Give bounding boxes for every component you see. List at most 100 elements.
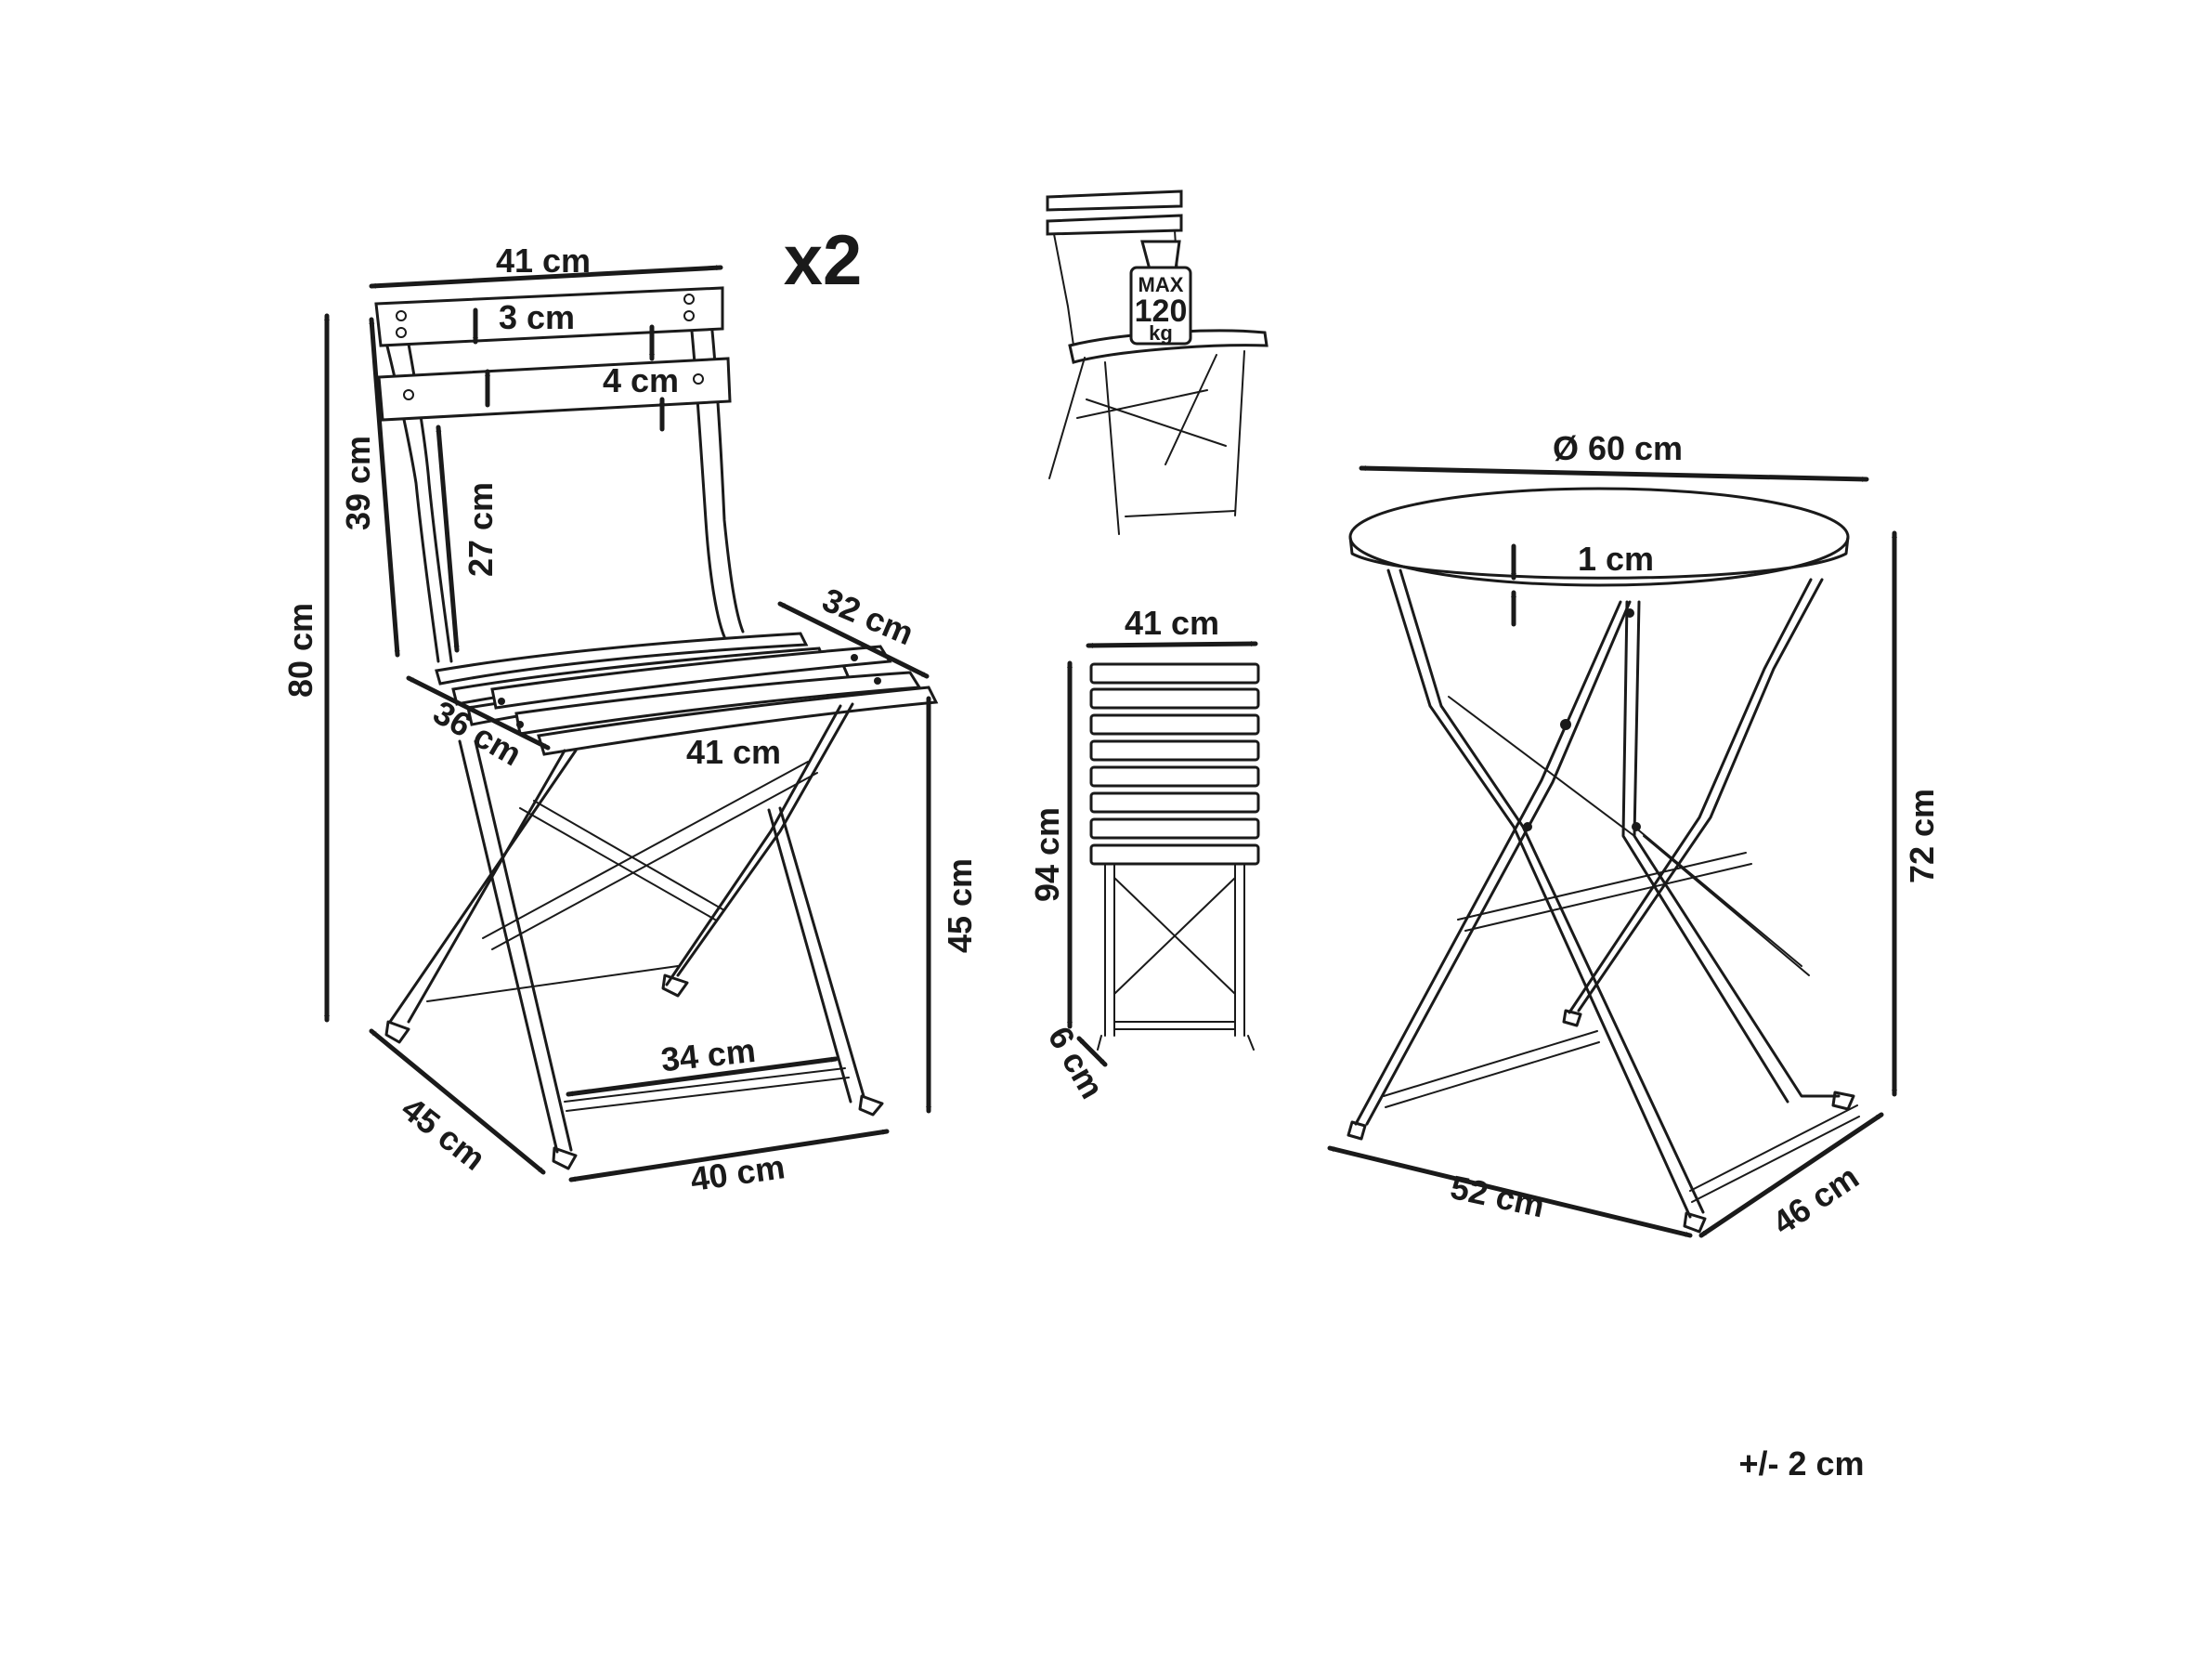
table-cross-bar (1383, 1030, 1600, 1108)
chair-width-top-label: 41 cm (496, 242, 591, 280)
chair-back-right-rail-inner (708, 302, 745, 634)
small-chair-rail (1053, 233, 1074, 346)
small-chair-leg (1234, 350, 1245, 516)
table-base-depth-label: 46 cm (1765, 1157, 1866, 1242)
table-foot (1683, 1211, 1707, 1234)
table-foot (1562, 1009, 1582, 1027)
chair-leg (458, 739, 559, 1154)
chair-back-gap-label: 27 cm (462, 482, 500, 577)
tolerance-label: +/- 2 cm (1738, 1444, 1864, 1483)
table-cross-bar (1633, 826, 1810, 976)
chair-back-height-dim (369, 317, 400, 658)
table-base-width-dim (1327, 1145, 1693, 1238)
small-chair-leg (1104, 361, 1120, 535)
table-diameter-label: Ø 60 cm (1553, 429, 1683, 467)
table-foot (1347, 1120, 1367, 1141)
chair-width-top-dim (369, 265, 723, 289)
chair-leg (474, 739, 573, 1152)
folded-slat (1089, 817, 1260, 840)
chair-foot (384, 1020, 410, 1044)
chair-seat-depth-dim (406, 675, 551, 751)
folded-chair-drawing: 41 cm 94 cm 6 cm (1028, 604, 1260, 1105)
chair-rail (566, 1077, 850, 1112)
chair-cross-bar (491, 772, 818, 950)
folded-width-label: 41 cm (1125, 604, 1219, 642)
table-drawing: Ø 60 cm 1 cm 72 cm 52 cm 46 cm (1327, 429, 1941, 1242)
slat-height-label: 4 cm (603, 361, 679, 399)
chair-cross-bar (519, 807, 716, 921)
table-leg (1386, 568, 1692, 1219)
chair-leg (778, 806, 865, 1098)
chair-back-right-rail (687, 302, 728, 643)
small-chair-leg (1165, 354, 1217, 465)
chair-back-height-label: 39 cm (339, 436, 377, 530)
chair-rail-width-dim (566, 1056, 839, 1097)
chair-total-height-label: 80 cm (281, 603, 319, 698)
table-thickness-label: 1 cm (1578, 540, 1654, 578)
small-chair-back-slat (1046, 214, 1183, 236)
folded-height-label: 94 cm (1028, 807, 1066, 902)
chair-seat-side-dim (777, 601, 930, 679)
chair-back-gap-dim (436, 425, 460, 653)
table-leg (1577, 578, 1824, 1012)
folded-slat (1089, 662, 1260, 685)
chair-leg (665, 704, 842, 986)
table-diameter-dim (1359, 465, 1869, 482)
table-top-edge (1348, 535, 1850, 580)
chair-foot-depth-dim (369, 1028, 546, 1175)
chair-foot (858, 1094, 884, 1117)
table-leg (1568, 578, 1813, 1014)
table-leg (1399, 568, 1705, 1214)
table-foot (1831, 1091, 1855, 1111)
chair-seat-width-label: 41 cm (686, 733, 781, 771)
quantity-label: x2 (784, 221, 863, 300)
folded-cross (1113, 877, 1236, 995)
chair-load-illustration: MAX 120 kg (1046, 189, 1269, 535)
chair-drawing: 41 cm 3 cm 4 cm 39 cm 27 cm 80 cm 32 cm … (281, 242, 979, 1198)
weight-unit-label: kg (1149, 321, 1173, 345)
small-chair-back-slat (1046, 189, 1183, 212)
folded-slat (1089, 713, 1260, 736)
small-chair-leg (1048, 357, 1086, 479)
folded-thickness-dim (1076, 1036, 1108, 1067)
chair-seat-height-label: 45 cm (941, 858, 979, 953)
chair-cross-bar (482, 761, 809, 939)
folded-slat (1089, 791, 1260, 814)
chair-seat-side-label: 32 cm (817, 581, 919, 653)
table-base-width-label: 52 cm (1447, 1168, 1547, 1224)
chair-seat-slat (537, 686, 939, 756)
table-cross-bar (1448, 696, 1635, 837)
folded-slat (1089, 687, 1260, 710)
table-cross-bar (1464, 863, 1752, 932)
slat-gap-label: 3 cm (499, 298, 575, 336)
folded-leg (1104, 863, 1245, 1037)
table-leg (1365, 600, 1632, 1126)
table-leg (1354, 600, 1622, 1126)
weight-body (1129, 266, 1192, 346)
chair-rail (426, 965, 679, 1002)
table-leg (1621, 600, 1789, 1104)
chair-cross-bar (533, 800, 725, 911)
small-chair-cross (1076, 389, 1236, 517)
chair-leg (767, 808, 852, 1104)
folded-foot (1097, 1035, 1255, 1051)
weight-value-label: 120 (1135, 294, 1188, 329)
chair-foot (552, 1146, 578, 1170)
table-base-depth-dim (1698, 1112, 1884, 1238)
chair-leg (388, 749, 578, 1024)
chair-foot (661, 973, 689, 998)
chair-foot-depth-label: 45 cm (395, 1090, 493, 1178)
folded-slat (1089, 739, 1260, 762)
folded-slat (1089, 843, 1260, 866)
weight-max-label: MAX (1139, 273, 1184, 296)
folded-width-dim (1086, 641, 1258, 648)
chair-leg (407, 749, 566, 1024)
chair-foot-width-dim (568, 1129, 890, 1182)
small-chair-seat (1068, 329, 1269, 364)
folded-slat (1089, 765, 1260, 788)
table-leg (1633, 600, 1841, 1098)
table-cross-bar (1457, 852, 1747, 921)
folded-rail (1113, 1021, 1236, 1030)
chair-leg (676, 702, 854, 977)
